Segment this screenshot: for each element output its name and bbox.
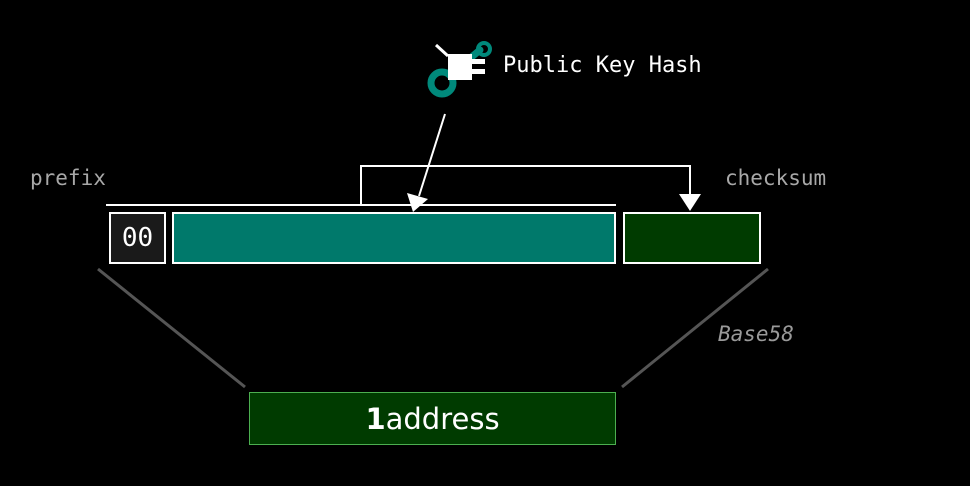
address-leading-char: 1 [365,401,386,436]
public-key-hash-box [172,212,616,264]
public-key-hash-label: Public Key Hash [503,53,702,78]
checksum-bracket [360,165,691,205]
prefix-label: prefix [30,166,106,190]
address-text: address [385,401,500,436]
key-with-hash-box-icon [427,41,492,98]
base58-label: Base58 [718,322,794,346]
pkh-arrow-line [418,113,446,197]
prefix-value: 00 [121,223,154,253]
prefix-box: 00 [109,212,166,264]
funnel-right-line [621,267,769,389]
checksum-box [623,212,761,264]
checksum-arrowhead [679,194,701,211]
funnel-left-line [97,267,246,389]
pkh-arrowhead [407,193,428,212]
checksum-label: checksum [725,166,827,190]
